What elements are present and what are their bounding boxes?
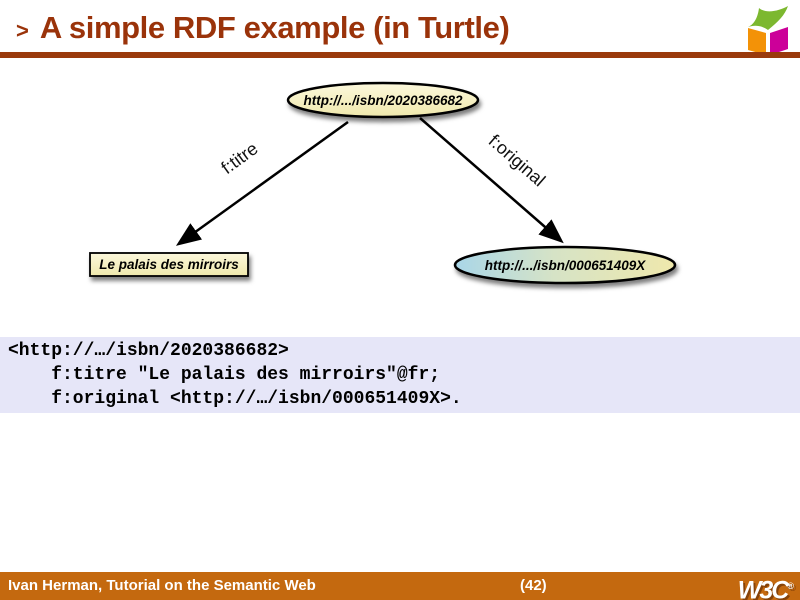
titre-edge-label: f:titre <box>217 138 261 178</box>
subject-node-ellipse <box>286 81 480 119</box>
cube-left-face <box>748 28 766 55</box>
footer-bar: Ivan Herman, Tutorial on the Semantic We… <box>0 572 800 600</box>
header: > A simple RDF example (in Turtle) <box>16 10 510 46</box>
original-edge-arrow <box>419 117 564 244</box>
rdf-graph-diagram: f:titre f:original http://.../isbn/20203… <box>89 81 677 285</box>
cube-leaf-shape <box>748 6 788 30</box>
footer-author: Ivan Herman, Tutorial on the Semantic We… <box>8 577 316 594</box>
code-line: f:original <http://…/isbn/000651409X>. <box>8 389 462 409</box>
turtle-code-block: <http://…/isbn/2020386682> f:titre "Le p… <box>0 337 800 413</box>
cube-logo-icon <box>748 6 788 55</box>
object-node-ellipse <box>453 245 677 285</box>
page-title: A simple RDF example (in Turtle) <box>39 10 510 45</box>
cube-right-face <box>770 27 788 55</box>
literal-node-label: Le palais des mirroirs <box>99 257 239 272</box>
subject-node-label: http://.../isbn/2020386682 <box>303 93 463 108</box>
w3c-logo-text: W3C <box>737 576 790 600</box>
titre-edge-arrow <box>175 120 349 246</box>
code-line: f:titre "Le palais des mirroirs"@fr; <box>8 365 441 385</box>
w3c-logo: W3C® <box>738 572 794 600</box>
object-node-label: http://.../isbn/000651409X <box>485 258 647 273</box>
code-line: <http://…/isbn/2020386682> <box>8 341 289 361</box>
page-number: (42) <box>520 577 547 594</box>
title-rule <box>0 52 800 58</box>
literal-node-rect <box>89 252 249 277</box>
w3c-logo-registered-mark: ® <box>787 581 794 591</box>
title-bullet: > <box>16 18 29 43</box>
